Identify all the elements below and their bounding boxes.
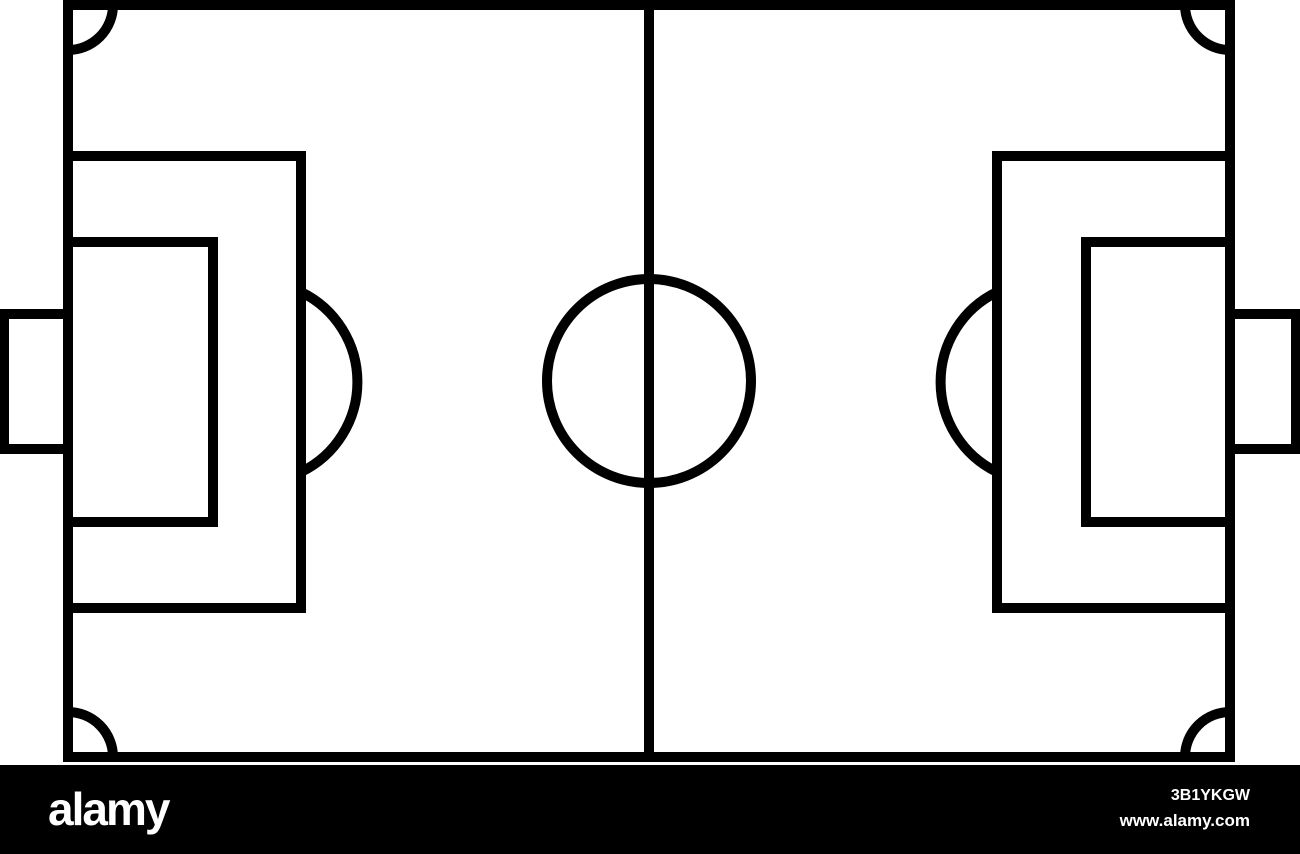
site-url-label: www.alamy.com [1119, 811, 1250, 830]
image-id-label: 3B1YKGW [1170, 787, 1250, 804]
corner-arc-top-right [1180, 4, 1231, 55]
left-goal-area [63, 237, 218, 527]
alamy-logo: alamy [48, 783, 170, 835]
right-penalty-area [992, 151, 1235, 613]
right-goal-area [1081, 237, 1235, 527]
left-goal [0, 309, 73, 454]
watermark-bar: alamy 3B1YKGW www.alamy.com [0, 765, 1300, 854]
corner-arc-bottom-left [67, 707, 118, 758]
right-goal [1225, 309, 1300, 454]
corner-arc-bottom-right [1180, 707, 1231, 758]
center-circle [542, 274, 756, 488]
corner-arc-top-left [67, 4, 118, 55]
right-penalty-arc [935, 287, 1000, 477]
left-penalty-area [63, 151, 306, 613]
left-penalty-arc [298, 287, 363, 477]
football-pitch-diagram [0, 0, 1300, 762]
